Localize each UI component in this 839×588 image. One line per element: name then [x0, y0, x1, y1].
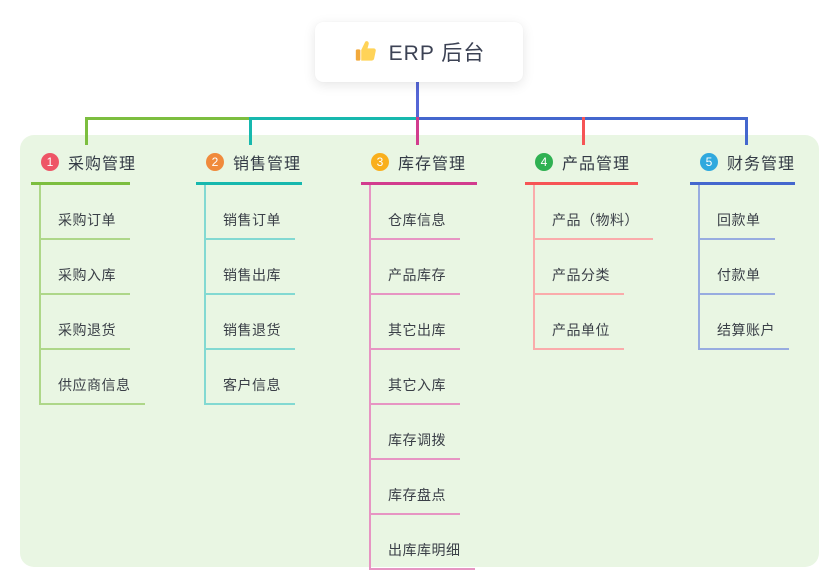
- root-node-erp[interactable]: ERP 后台: [315, 22, 523, 82]
- branch-5-title[interactable]: 5 财务管理: [690, 145, 795, 185]
- branch-1-children: 采购订单采购入库采购退货供应商信息: [39, 185, 145, 405]
- root-drop-line: [416, 82, 419, 120]
- branch-4-child-3[interactable]: 产品单位: [535, 295, 624, 350]
- branch-5: 5 财务管理回款单付款单结算账户: [690, 145, 795, 350]
- branch-drop-3: [416, 117, 419, 145]
- branch-1-child-4[interactable]: 供应商信息: [41, 350, 145, 405]
- child-node-label: 采购订单: [58, 212, 116, 228]
- branch-3-child-1[interactable]: 仓库信息: [371, 185, 460, 240]
- branch-4-children: 产品（物料） 产品分类产品单位: [533, 185, 653, 350]
- branch-drop-2: [249, 117, 252, 145]
- branch-3-title[interactable]: 3 库存管理: [361, 145, 477, 185]
- branch-1-child-3[interactable]: 采购退货: [41, 295, 130, 350]
- branch-3-child-7[interactable]: 出库库明细: [371, 515, 475, 570]
- thumbs-up-icon: [353, 39, 379, 65]
- child-node-label: 产品单位: [552, 322, 610, 338]
- bus-segment-1: [85, 117, 249, 120]
- child-node-label: 库存盘点: [388, 487, 446, 503]
- branch-5-child-3[interactable]: 结算账户: [700, 295, 789, 350]
- branch-5-children: 回款单付款单结算账户: [698, 185, 795, 350]
- child-node-label: 库存调拨: [388, 432, 446, 448]
- branch-2-children: 销售订单销售出库销售退货客户信息: [204, 185, 302, 405]
- branch-4-child-1[interactable]: 产品（物料）: [535, 185, 653, 240]
- child-node-label: 产品库存: [388, 267, 446, 283]
- child-node-label: 产品（物料）: [552, 212, 639, 228]
- child-node-label: 销售退货: [223, 322, 281, 338]
- branch-3-child-3[interactable]: 其它出库: [371, 295, 460, 350]
- child-node-label: 付款单: [717, 267, 761, 283]
- branch-drop-5: [745, 117, 748, 145]
- branch-2-child-2[interactable]: 销售出库: [206, 240, 295, 295]
- child-node-label: 销售出库: [223, 267, 281, 283]
- branch-4-number-badge: 4: [535, 153, 553, 171]
- child-node-label: 采购退货: [58, 322, 116, 338]
- branch-5-child-2[interactable]: 付款单: [700, 240, 775, 295]
- branch-5-number-badge: 5: [700, 153, 718, 171]
- branch-3-children: 仓库信息产品库存其它出库其它入库库存调拨库存盘点出库库明细: [369, 185, 477, 570]
- branch-3-child-2[interactable]: 产品库存: [371, 240, 460, 295]
- branch-2-child-4[interactable]: 客户信息: [206, 350, 295, 405]
- branch-3-child-6[interactable]: 库存盘点: [371, 460, 460, 515]
- branch-5-label: 财务管理: [727, 156, 796, 173]
- branch-drop-1: [85, 117, 88, 145]
- branch-3: 3 库存管理仓库信息产品库存其它出库其它入库库存调拨库存盘点出库库明细: [361, 145, 477, 570]
- branch-drop-4: [582, 117, 585, 145]
- branch-1-title[interactable]: 1 采购管理: [31, 145, 135, 185]
- branch-3-label: 库存管理: [398, 156, 467, 173]
- child-node-label: 结算账户: [717, 322, 775, 338]
- child-node-label: 仓库信息: [388, 212, 446, 228]
- branch-2-label: 销售管理: [233, 156, 302, 173]
- branch-4-label: 产品管理: [562, 156, 631, 173]
- branch-1-child-2[interactable]: 采购入库: [41, 240, 130, 295]
- branch-1: 1 采购管理采购订单采购入库采购退货供应商信息: [31, 145, 145, 405]
- branch-3-child-5[interactable]: 库存调拨: [371, 405, 460, 460]
- branch-1-label: 采购管理: [68, 156, 137, 173]
- branch-4-title[interactable]: 4 产品管理: [525, 145, 638, 185]
- child-node-label: 回款单: [717, 212, 761, 228]
- child-node-label: 其它入库: [388, 377, 446, 393]
- child-node-label: 采购入库: [58, 267, 116, 283]
- child-node-label: 出库库明细: [388, 542, 461, 558]
- branch-3-number-badge: 3: [371, 153, 389, 171]
- child-node-label: 客户信息: [223, 377, 281, 393]
- branch-2-child-3[interactable]: 销售退货: [206, 295, 295, 350]
- branch-2-title[interactable]: 2 销售管理: [196, 145, 302, 185]
- bus-segment-2: [249, 117, 416, 120]
- branch-2: 2 销售管理销售订单销售出库销售退货客户信息: [196, 145, 302, 405]
- branch-3-child-4[interactable]: 其它入库: [371, 350, 460, 405]
- branch-4-child-2[interactable]: 产品分类: [535, 240, 624, 295]
- branch-5-child-1[interactable]: 回款单: [700, 185, 775, 240]
- child-node-label: 供应商信息: [58, 377, 131, 393]
- branch-2-child-1[interactable]: 销售订单: [206, 185, 295, 240]
- mindmap-panel: [20, 135, 819, 567]
- child-node-label: 产品分类: [552, 267, 610, 283]
- branch-1-number-badge: 1: [41, 153, 59, 171]
- child-node-label: 销售订单: [223, 212, 281, 228]
- branch-1-child-1[interactable]: 采购订单: [41, 185, 130, 240]
- branch-2-number-badge: 2: [206, 153, 224, 171]
- root-node-label: ERP 后台: [388, 42, 486, 65]
- branch-4: 4 产品管理产品（物料） 产品分类产品单位: [525, 145, 653, 350]
- child-node-label: 其它出库: [388, 322, 446, 338]
